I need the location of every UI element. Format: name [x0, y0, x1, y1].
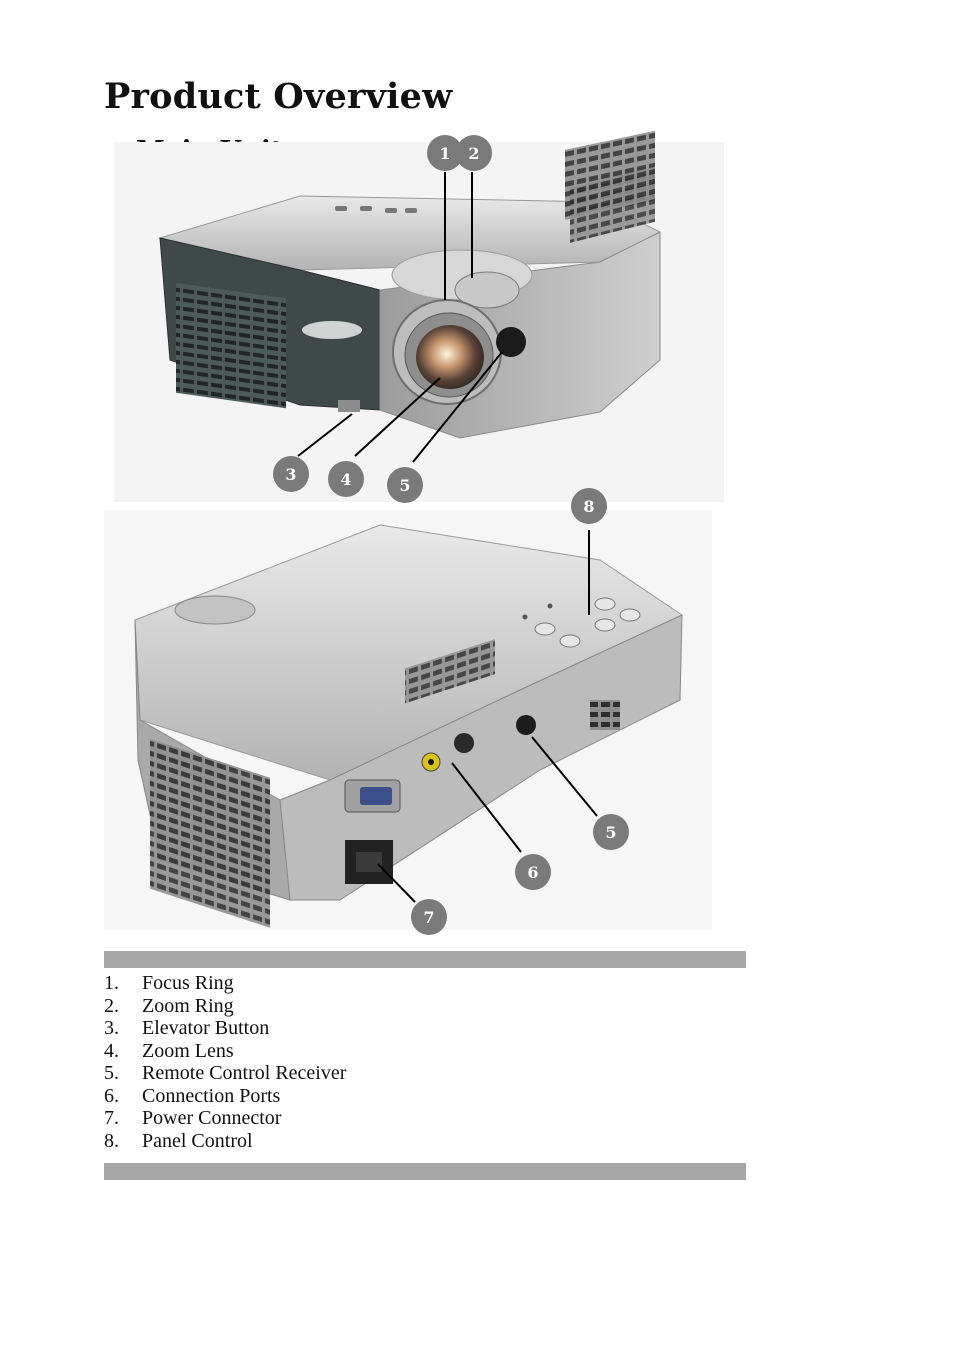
projector-diagram: 1 2 3 4 5 8 5 6 7	[104, 130, 724, 935]
callout-1[interactable]: 1	[427, 135, 463, 171]
panel-control-buttons	[522, 597, 641, 648]
legend-number: 5.	[104, 1062, 119, 1084]
svg-text:5: 5	[399, 476, 410, 495]
callout-6[interactable]: 6	[515, 854, 551, 890]
legend-number: 4.	[104, 1039, 119, 1062]
separator-bar-top	[104, 951, 746, 968]
legend-item: 4. Zoom Lens	[104, 1040, 346, 1063]
legend-label: Remote Control Receiver	[142, 1062, 347, 1084]
legend-item: 8. Panel Control	[104, 1130, 346, 1153]
callout-5-rear[interactable]: 5	[593, 814, 629, 850]
svg-text:6: 6	[527, 863, 538, 882]
svg-text:4: 4	[340, 470, 351, 489]
callout-3[interactable]: 3	[273, 456, 309, 492]
svg-text:2: 2	[468, 144, 479, 163]
callout-7[interactable]: 7	[411, 899, 447, 935]
legend-item: 6. Connection Ports	[104, 1085, 346, 1108]
legend-number: 8.	[104, 1129, 119, 1152]
svg-text:1: 1	[439, 144, 450, 163]
page-title: Product Overview	[104, 76, 453, 117]
projector-rear-view	[104, 510, 712, 930]
svg-text:7: 7	[423, 908, 434, 927]
legend-label: Panel Control	[142, 1129, 253, 1152]
legend-number: 3.	[104, 1017, 119, 1039]
parts-legend: 1. Focus Ring 2. Zoom Ring 3. Elevator Butt…	[104, 972, 346, 1152]
legend-number: 1.	[104, 972, 119, 994]
separator-bar-bottom	[104, 1163, 746, 1180]
legend-item: 3. Elevator Button	[104, 1017, 346, 1040]
legend-item: 7. Power Connector	[104, 1107, 346, 1130]
leader-lines	[297, 172, 598, 903]
legend-item: 2. Zoom Ring	[104, 995, 346, 1018]
callout-5-front[interactable]: 5	[387, 467, 423, 503]
svg-text:5: 5	[605, 823, 616, 842]
legend-item: 1. Focus Ring	[104, 972, 346, 995]
legend-label: Elevator Button	[142, 1017, 270, 1039]
legend-item: 5. Remote Control Receiver	[104, 1062, 346, 1085]
legend-label: Zoom Lens	[142, 1039, 234, 1062]
legend-number: 2.	[104, 994, 119, 1017]
callout-2[interactable]: 2	[456, 135, 492, 171]
legend-label: Power Connector	[142, 1107, 282, 1129]
legend-label: Focus Ring	[142, 972, 234, 994]
legend-number: 7.	[104, 1107, 119, 1129]
svg-text:8: 8	[583, 497, 594, 516]
callout-4[interactable]: 4	[328, 461, 364, 497]
projector-front-view	[114, 130, 724, 502]
legend-label: Connection Ports	[142, 1084, 281, 1107]
legend-label: Zoom Ring	[142, 994, 234, 1017]
callout-8[interactable]: 8	[571, 488, 607, 524]
legend-number: 6.	[104, 1084, 119, 1107]
svg-text:3: 3	[285, 465, 296, 484]
